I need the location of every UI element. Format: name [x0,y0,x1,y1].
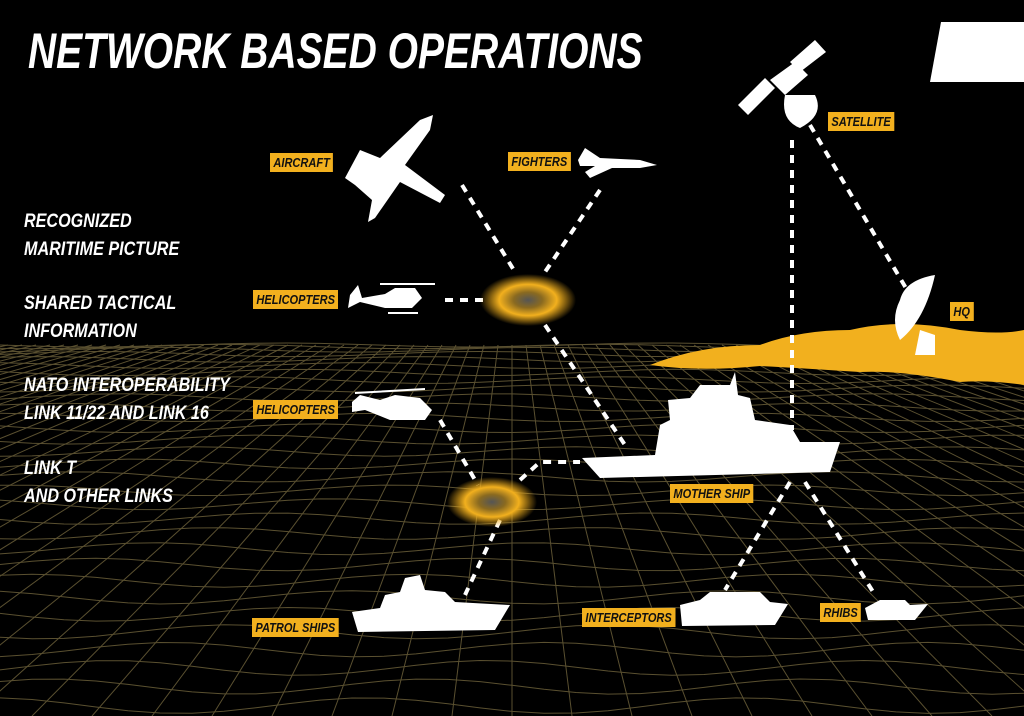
grid-line [903,344,1024,381]
aircraft-icon [345,115,445,222]
patrol-ship-icon [352,575,510,632]
grid-line [931,344,1024,371]
side-text: SHARED TACTICAL [24,293,177,314]
satellite-dish-icon [895,275,935,355]
grid-line [721,344,1024,508]
grid-line [791,344,1024,440]
helicopter-icon [348,283,435,314]
grid-line [609,344,933,716]
grid-line [0,344,219,430]
grid-line [0,344,303,508]
land-hq [650,324,1024,385]
grid-line [0,344,331,551]
grid-line [763,344,1024,463]
grid-line [31,344,401,716]
data-links [438,123,912,597]
side-text: MARITIME PICTURE [24,239,180,260]
label-satellite: SATELLITE [828,112,895,131]
grid-line [735,344,1024,491]
label-patrol-ships: PATROL SHIPS [252,618,339,637]
grid-line [679,344,1024,577]
grid-line [0,344,261,463]
side-text: INFORMATION [24,321,137,342]
grid-line [595,344,873,716]
side-text: NATO INTEROPERABILITY [24,375,230,396]
side-item-link-t: LINK T AND OTHER LINKS [24,455,173,511]
grid-line [707,344,1024,528]
label-helicopters-bottom: HELICOPTERS [253,400,339,419]
grid-line [331,344,471,716]
label-helicopters-top: HELICOPTERS [253,290,339,309]
grid-line [0,344,275,476]
grid-line [973,344,1024,358]
label-interceptors: INTERCEPTORS [582,608,676,627]
page-title: NETWORK BASED OPERATIONS [28,23,643,79]
rhib-icon [865,600,928,620]
side-text: RECOGNIZED [24,211,132,232]
label-hq: HQ [950,302,974,321]
label-aircraft: AIRCRAFT [270,153,334,172]
grid-line [451,344,499,716]
grid-line [0,344,289,491]
side-item-shared-tactical: SHARED TACTICAL INFORMATION [24,290,176,346]
grid-line [805,344,1024,430]
grid-line [0,344,317,528]
label-mother-ship: MOTHER SHIP [670,484,754,503]
company-logo [930,22,1024,82]
grid-line [0,344,191,413]
grid-line [0,344,247,450]
military-helicopter-icon [352,388,432,420]
grid-line [749,344,1024,476]
network-hub-top [480,274,576,326]
grid-line [539,344,633,716]
interceptor-icon [680,592,788,626]
grid-line [0,344,9,348]
grid-line [0,344,345,577]
grid-line [777,344,1024,450]
network-hub-bottom [447,477,537,527]
fighter-jet-icon [578,148,657,178]
label-rhibs: RHIBS [820,603,862,622]
label-fighters: FIGHTERS [508,152,571,171]
grid-line [553,344,693,716]
grid-line [693,344,1024,551]
grid-line [833,344,1024,413]
grid-line [525,344,573,716]
grid-line [861,344,1024,398]
grid-line [0,344,233,440]
grid-line [391,344,485,716]
grid-line [0,344,205,421]
side-item-recognized-picture: RECOGNIZED MARITIME PICTURE [24,208,179,264]
side-item-nato: NATO INTEROPERABILITY LINK 11/22 AND LINK… [24,372,230,428]
grid-line [581,344,813,716]
grid-line [819,344,1024,421]
mother-ship-icon [582,372,840,478]
side-text: LINK T [24,458,77,479]
side-text: LINK 11/22 AND LINK 16 [24,403,209,424]
satellite-icon [738,40,826,128]
side-text: AND OTHER LINKS [24,486,173,507]
